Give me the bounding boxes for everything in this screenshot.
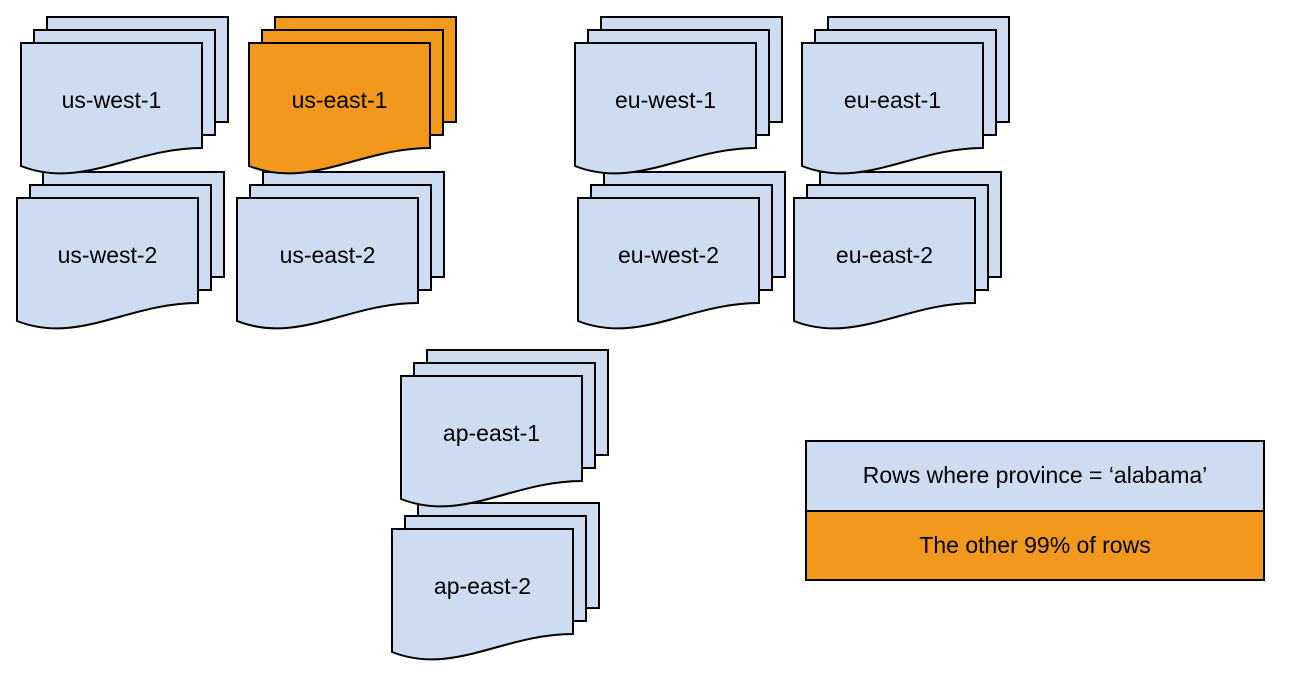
legend-item-other-rows: The other 99% of rows bbox=[807, 509, 1263, 579]
document-stack-icon bbox=[248, 16, 457, 175]
region-stack-eu-west-1: eu-west-1 bbox=[574, 16, 784, 178]
region-label: us-east-2 bbox=[279, 242, 376, 268]
region-label: us-west-1 bbox=[61, 87, 162, 113]
region-stack-eu-east-2: eu-east-2 bbox=[793, 171, 1003, 333]
document-stack-icon bbox=[400, 349, 609, 508]
region-label: eu-west-1 bbox=[615, 87, 716, 113]
region-stack-us-east-1: us-east-1 bbox=[248, 16, 458, 178]
region-stack-us-east-2: us-east-2 bbox=[236, 171, 446, 333]
legend-item-alabama-rows: Rows where province = ‘alabama’ bbox=[807, 442, 1263, 510]
document-stack-icon bbox=[577, 171, 786, 330]
legend-label: The other 99% of rows bbox=[919, 531, 1151, 558]
document-stack-icon bbox=[391, 502, 600, 661]
region-stack-ap-east-2: ap-east-2 bbox=[391, 502, 601, 664]
region-stack-eu-west-2: eu-west-2 bbox=[577, 171, 787, 333]
document-stack-icon bbox=[236, 171, 445, 330]
document-stack-icon bbox=[801, 16, 1010, 175]
document-stack-icon bbox=[793, 171, 1002, 330]
document-stack-icon bbox=[16, 171, 225, 330]
legend: Rows where province = ‘alabama’ The othe… bbox=[805, 440, 1265, 581]
document-stack-icon bbox=[574, 16, 783, 175]
region-stack-us-west-2: us-west-2 bbox=[16, 171, 226, 333]
region-label: ap-east-1 bbox=[442, 420, 541, 446]
document-stack-icon bbox=[20, 16, 229, 175]
region-label: eu-east-1 bbox=[843, 87, 942, 113]
legend-label: Rows where province = ‘alabama’ bbox=[862, 462, 1208, 489]
region-label: eu-west-2 bbox=[618, 242, 719, 268]
region-stack-eu-east-1: eu-east-1 bbox=[801, 16, 1011, 178]
region-label: us-west-2 bbox=[57, 242, 158, 268]
region-label: us-east-1 bbox=[291, 87, 388, 113]
region-stack-ap-east-1: ap-east-1 bbox=[400, 349, 610, 511]
region-label: eu-east-2 bbox=[835, 242, 934, 268]
region-stack-us-west-1: us-west-1 bbox=[20, 16, 230, 178]
region-label: ap-east-2 bbox=[433, 573, 532, 599]
